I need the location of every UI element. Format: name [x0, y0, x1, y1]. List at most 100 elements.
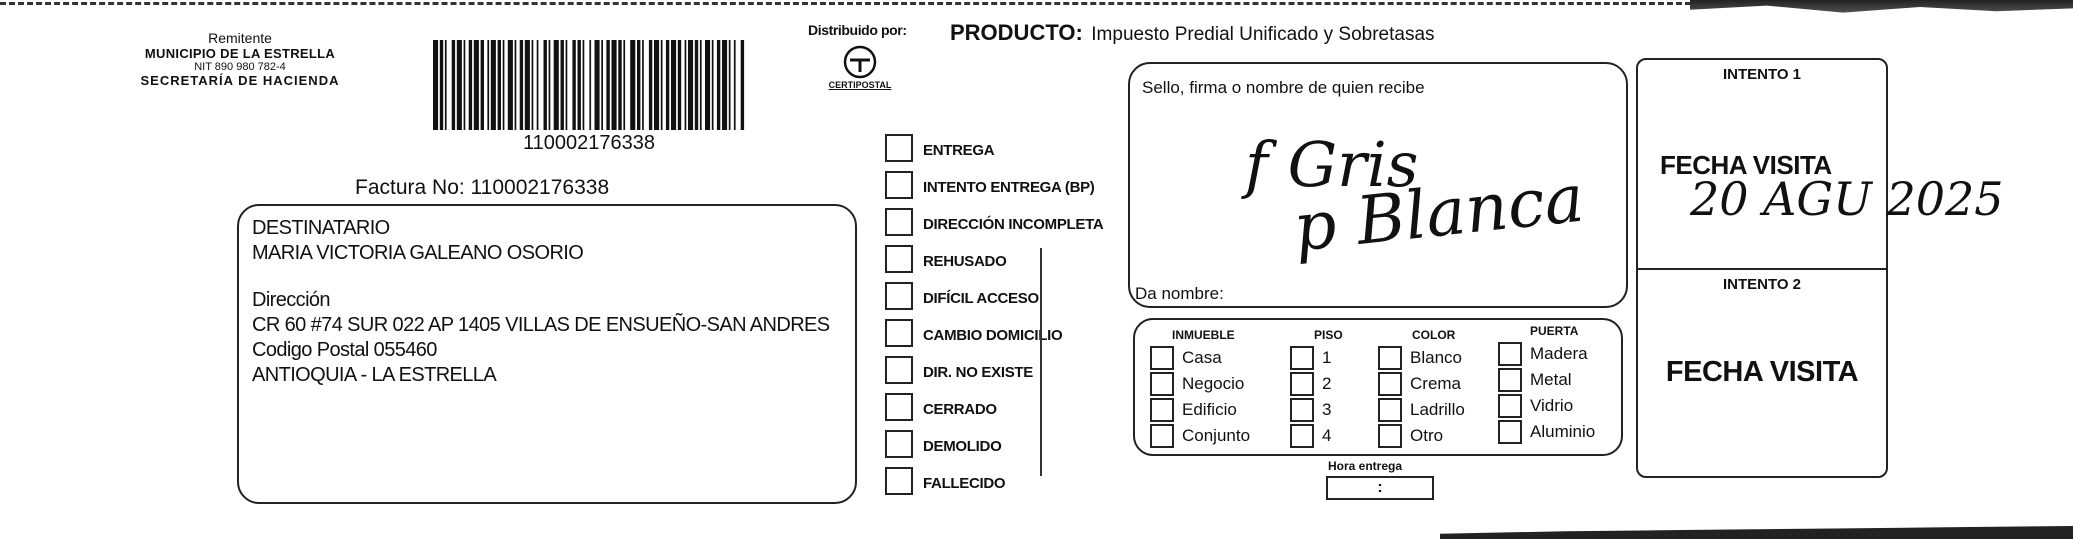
column-heading: PISO: [1314, 328, 1343, 342]
option-checkbox[interactable]: [1150, 372, 1174, 396]
option-label: Casa: [1182, 348, 1222, 367]
sender-block: Remitente MUNICIPIO DE LA ESTRELLA NIT 8…: [120, 30, 360, 88]
option-checkbox[interactable]: [1378, 398, 1402, 422]
torn-edge: [1690, 0, 2073, 13]
barcode-bar: [654, 40, 660, 130]
delivery-time-field[interactable]: :: [1326, 476, 1434, 500]
distributor-label: Distribuido por:: [808, 22, 907, 38]
barcode-bar: [536, 40, 539, 130]
option-label: Crema: [1410, 374, 1462, 393]
recipient-address: CR 60 #74 SUR 022 AP 1405 VILLAS DE ENSU…: [252, 314, 830, 336]
status-label: DEMOLIDO: [923, 438, 1002, 455]
sender-line1: MUNICIPIO DE LA ESTRELLA: [144, 46, 336, 61]
barcode-bar: [630, 40, 636, 130]
status-checkbox[interactable]: [885, 319, 913, 347]
attempts-divider: [1636, 268, 1888, 270]
barcode-bar: [468, 40, 473, 130]
status-label: ENTREGA: [923, 142, 995, 159]
status-checkbox[interactable]: [885, 245, 913, 273]
column-heading: PUERTA: [1530, 324, 1579, 338]
option-checkbox[interactable]: [1150, 398, 1174, 422]
option-label: Vidrio: [1530, 396, 1574, 415]
barcode-bar: [694, 40, 699, 130]
barcode-bar: [463, 40, 466, 130]
option-checkbox[interactable]: [1290, 398, 1314, 422]
top-cut-line: [0, 2, 1700, 5]
barcode-bar: [671, 40, 677, 130]
receiver-name-label[interactable]: Da nombre:: [1135, 284, 1224, 303]
sender-line2: NIT 890 980 782-4: [194, 61, 286, 73]
status-checkbox[interactable]: [885, 430, 913, 458]
option-checkbox[interactable]: [1378, 372, 1402, 396]
attempt1-visit-date-label: FECHA VISITA: [1660, 150, 1832, 180]
status-checkbox[interactable]: [885, 282, 913, 310]
barcode-bar: [572, 40, 576, 130]
barcode-bar: [688, 40, 694, 130]
certipostal-logo-text: CERTIPOSTAL: [828, 80, 892, 90]
option-checkbox[interactable]: [1290, 372, 1314, 396]
barcode-bar: [623, 40, 626, 130]
barcode-bar: [524, 40, 530, 130]
barcode-bar: [733, 40, 736, 130]
option-checkbox[interactable]: [1498, 394, 1522, 418]
option-checkbox[interactable]: [1290, 346, 1314, 370]
option-checkbox[interactable]: [1150, 424, 1174, 448]
option-label: Negocio: [1182, 374, 1245, 393]
barcode-bar: [433, 40, 439, 130]
barcode-bar: [487, 40, 490, 130]
sender-line3: SECRETARÍA DE HACIENDA: [140, 73, 340, 88]
barcode-bar: [543, 40, 547, 130]
barcode-bar: [660, 40, 663, 130]
barcode-bar: [648, 40, 653, 130]
status-checkbox[interactable]: [885, 134, 913, 162]
barcode-bar: [548, 40, 551, 130]
status-checkbox[interactable]: [885, 393, 913, 421]
option-label: Aluminio: [1530, 422, 1596, 441]
recipient-box: [237, 204, 857, 504]
option-label: 1: [1322, 348, 1332, 367]
option-label: Ladrillo: [1410, 400, 1465, 419]
option-checkbox[interactable]: [1150, 346, 1174, 370]
status-label: DIRECCIÓN INCOMPLETA: [923, 216, 1104, 233]
barcode: [433, 40, 745, 130]
status-label: REHUSADO: [923, 253, 1007, 270]
bottom-torn-edge: [1440, 526, 2073, 539]
barcode-bar: [601, 40, 603, 130]
option-label: Madera: [1530, 344, 1588, 363]
option-label: Edificio: [1182, 400, 1237, 419]
barcode-bar: [684, 40, 687, 130]
receiver-box: [1128, 62, 1628, 308]
barcode-bar: [637, 40, 641, 130]
option-label: Conjunto: [1182, 426, 1251, 445]
barcode-bar: [451, 40, 456, 130]
option-checkbox[interactable]: [1378, 346, 1402, 370]
product-label: PRODUCTO:: [950, 20, 1083, 45]
status-checkbox[interactable]: [885, 171, 913, 199]
barcode-bar: [642, 40, 644, 130]
option-checkbox[interactable]: [1290, 424, 1314, 448]
barcode-bar: [502, 40, 505, 130]
barcode-bar: [456, 40, 462, 130]
barcode-bar: [439, 40, 444, 130]
attempt2-visit-date-label[interactable]: FECHA VISITA: [1665, 356, 1859, 388]
option-checkbox[interactable]: [1378, 424, 1402, 448]
option-checkbox[interactable]: [1498, 420, 1522, 444]
status-label: FALLECIDO: [923, 475, 1006, 492]
barcode-bar: [490, 40, 496, 130]
barcode-bar: [722, 40, 728, 130]
status-checkbox[interactable]: [885, 356, 913, 384]
postal-code: Codigo Postal 055460: [252, 339, 437, 361]
barcode-bar: [444, 40, 447, 130]
status-checkbox[interactable]: [885, 467, 913, 495]
barcode-bar: [716, 40, 721, 130]
status-checkbox[interactable]: [885, 208, 913, 236]
option-checkbox[interactable]: [1498, 342, 1522, 366]
product-value: Impuesto Predial Unificado y Sobretasas: [1091, 24, 1435, 45]
option-label: 4: [1322, 426, 1332, 445]
option-checkbox[interactable]: [1498, 368, 1522, 392]
barcode-bar: [665, 40, 670, 130]
status-label: INTENTO ENTREGA (BP): [923, 179, 1095, 196]
barcode-bar: [728, 40, 731, 130]
option-label: Otro: [1410, 426, 1444, 445]
barcode-bar: [560, 40, 564, 130]
